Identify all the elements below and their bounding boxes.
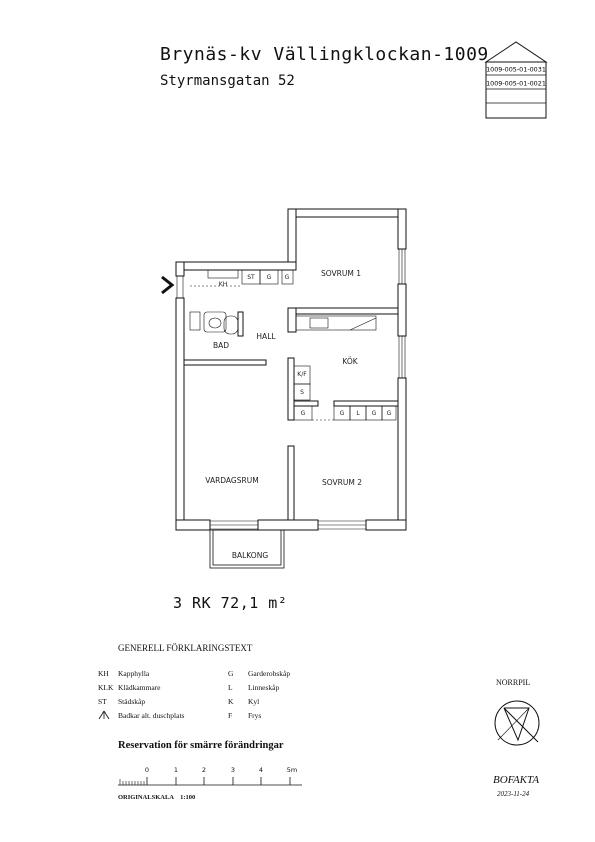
legend-text: Städskåp: [118, 697, 146, 706]
wall-sovrum1-bottom: [295, 307, 399, 315]
bathtub-icon: [189, 311, 201, 331]
wall-right-top: [397, 208, 407, 250]
wall-right-bottom: [397, 377, 407, 531]
legend-code: KH: [98, 669, 109, 678]
wall-bad-bottom: [183, 359, 267, 366]
legend-code: ST: [98, 697, 107, 706]
legend-code: G: [228, 669, 234, 678]
legend-text: Garderobskåp: [248, 669, 291, 678]
scale-label: ORIGINALSKALA 1:100: [118, 794, 196, 801]
legend-code: KLK: [98, 683, 114, 692]
scale-tick-label: 4: [259, 766, 263, 774]
wall-bottom-left: [175, 519, 211, 531]
room-kok: KÖK: [342, 357, 358, 366]
fixture-g: G: [340, 410, 345, 417]
shower-symbol-icon: [98, 710, 110, 720]
brand-name: BOFAKTA: [493, 774, 540, 786]
sink-icon: [203, 311, 227, 333]
wall-right-mid: [397, 283, 407, 337]
plan-date: 2023-11-24: [497, 790, 530, 798]
legend-text: Linneskåp: [248, 683, 280, 692]
scale-tick-label: 0: [145, 766, 149, 774]
hall-storage: [190, 269, 294, 287]
reservation-note: Reservation för smärre förändringar: [118, 740, 284, 751]
room-hall: HALL: [256, 332, 276, 341]
fixture-g: G: [301, 410, 306, 417]
fixture-st: ST: [247, 274, 255, 281]
scale-tick-label: 2: [202, 766, 206, 774]
room-balkong: BALKONG: [232, 551, 268, 560]
plan-title: Brynäs-kv Vällingklockan-1009: [160, 44, 489, 65]
north-arrow-icon: [494, 700, 540, 746]
room-vardagsrum: VARDAGSRUM: [205, 476, 258, 485]
wall-kitchen-bottom-right: [333, 400, 399, 407]
kitchen-counter-top: [295, 315, 377, 331]
wall-sovrum1-left: [287, 307, 297, 333]
document-code-box: 1009-005-01-0031 1009-005-01-0021: [484, 41, 548, 119]
wall-sovrum2-left: [287, 445, 295, 521]
scale-tick-label: 5m: [287, 766, 297, 774]
windows: [176, 249, 406, 530]
legend-text: Klädkammare: [118, 683, 161, 692]
fixture-s: S: [300, 389, 304, 396]
legend-code: F: [228, 711, 233, 720]
document-code-2: 1009-005-01-0021: [486, 80, 546, 88]
fixture-g: G: [387, 410, 392, 417]
fixture-kf: K/F: [297, 371, 307, 378]
legend-text: Kapphylla: [118, 669, 150, 678]
walls: [175, 208, 407, 531]
area-summary: 3 RK 72,1 m²: [173, 594, 288, 612]
fixture-l: L: [356, 410, 360, 417]
toilet-icon: [223, 315, 239, 335]
entrance-arrow-icon: [161, 275, 175, 295]
room-sovrum2: SOVRUM 2: [322, 478, 362, 487]
wall-top-hall: [175, 261, 297, 271]
plan-address: Styrmansgatan 52: [160, 73, 295, 89]
kitchen-units: [293, 365, 397, 421]
room-sovrum1: SOVRUM 1: [321, 269, 361, 278]
scale-tick-label: 3: [231, 766, 235, 774]
legend-text: Badkar alt. duschplats: [118, 711, 185, 720]
wall-kitchen-left: [287, 357, 295, 421]
wall-left: [175, 297, 185, 531]
fixture-g: G: [372, 410, 377, 417]
wall-left-top: [175, 261, 185, 277]
document-code-1: 1009-005-01-0031: [486, 66, 546, 74]
scale-tick-label: 1: [174, 766, 178, 774]
legend-title: GENERELL FÖRKLARINGSTEXT: [118, 643, 253, 653]
code-box-frame: [485, 61, 547, 119]
fixture-g: G: [285, 274, 290, 281]
legend-code: K: [228, 697, 234, 706]
wall-bottom-mid: [257, 519, 319, 531]
wall-bottom-right: [365, 519, 407, 531]
north-label: NORRPIL: [496, 678, 531, 687]
room-bad: BAD: [213, 341, 229, 350]
wall-left-upper: [287, 208, 297, 268]
fixture-g: G: [267, 274, 272, 281]
legend-text: Frys: [248, 711, 262, 720]
scale-major-ticks: [146, 777, 291, 785]
balcony: [209, 529, 285, 569]
scale-minor-ticks: [119, 779, 145, 785]
bathroom-fixtures: [189, 311, 239, 335]
fixture-kh: KH: [219, 281, 227, 288]
scale-bar: 0 1 2 3 4 5m: [118, 766, 302, 786]
wall-kitchen-bottom-left: [293, 400, 319, 407]
wall-top-sovrum1: [287, 208, 407, 218]
legend-text: Kyl: [248, 697, 260, 706]
wall-bad-right: [237, 311, 244, 337]
legend-code: L: [228, 683, 233, 692]
